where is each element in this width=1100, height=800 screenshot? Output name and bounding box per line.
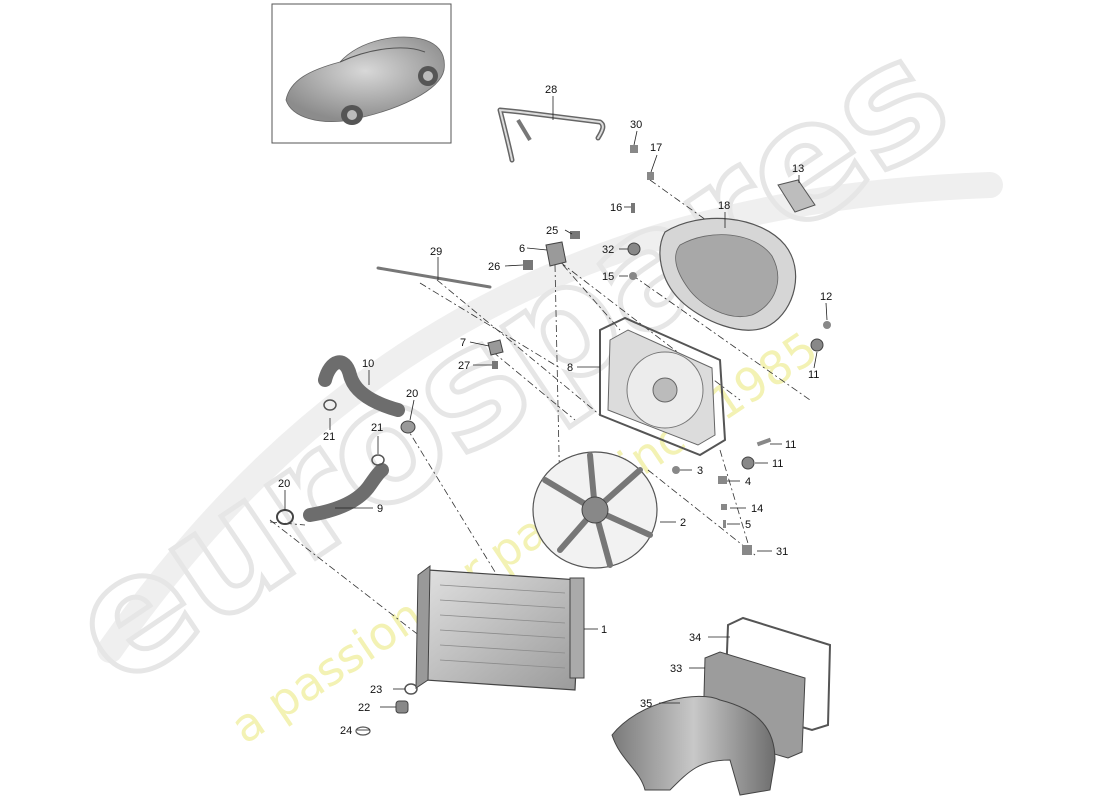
callout-23: 23 bbox=[370, 684, 382, 696]
part-12-stud bbox=[756, 437, 772, 447]
part-25-bolt bbox=[570, 231, 580, 239]
callout-20b: 20 bbox=[278, 478, 290, 490]
part-22-plug bbox=[395, 700, 409, 714]
part-20-clamp-a bbox=[400, 420, 416, 434]
part-2-fan bbox=[532, 451, 658, 569]
part-13-nut bbox=[823, 321, 831, 329]
callout-5: 5 bbox=[745, 519, 751, 531]
callout-1: 1 bbox=[601, 624, 607, 636]
callout-11a: 11 bbox=[808, 369, 819, 381]
callout-20a: 20 bbox=[406, 388, 418, 400]
callout-31: 30 bbox=[630, 119, 642, 131]
part-15-nut bbox=[721, 504, 727, 510]
callout-9: 9 bbox=[377, 503, 383, 515]
callout-10: 10 bbox=[362, 358, 374, 370]
callout-33: 33 bbox=[670, 663, 682, 675]
callout-7: 7 bbox=[460, 337, 466, 349]
part-9-hose bbox=[303, 463, 389, 522]
callout-2: 2 bbox=[680, 517, 686, 529]
callout-32: 32 bbox=[602, 244, 614, 256]
callout-3: 3 bbox=[697, 465, 703, 477]
callout-35: 35 bbox=[640, 698, 652, 710]
part-29-rod bbox=[376, 266, 492, 289]
part-35-duct bbox=[611, 695, 776, 796]
part-5-screw bbox=[723, 520, 726, 528]
part-10-hose bbox=[318, 355, 405, 417]
callout-19: 18 bbox=[718, 200, 730, 212]
part-28-hose bbox=[497, 107, 606, 163]
callout-21a: 21 bbox=[323, 431, 335, 443]
callout-21b: 21 bbox=[371, 422, 383, 434]
callout-6: 6 bbox=[519, 243, 525, 255]
callout-22: 22 bbox=[358, 702, 370, 714]
callout-15: 14 bbox=[751, 503, 763, 515]
callout-8: 8 bbox=[567, 362, 573, 374]
callout-18: 17 bbox=[650, 142, 662, 154]
callout-26: 26 bbox=[488, 261, 500, 273]
part-32-grommet bbox=[627, 242, 641, 256]
part-21-ring-a bbox=[323, 399, 337, 411]
part-1-radiator bbox=[415, 564, 585, 691]
part-17-screw bbox=[631, 203, 635, 213]
callout-12: 11 bbox=[785, 439, 796, 451]
part-6-bracket bbox=[545, 241, 567, 267]
part-3-nut bbox=[672, 466, 680, 474]
part-18-clip bbox=[647, 172, 654, 180]
part-7-bracket bbox=[487, 339, 504, 356]
part-11-grommet-a bbox=[810, 338, 824, 352]
small-fittings bbox=[276, 145, 831, 736]
part-23-ring bbox=[404, 683, 418, 695]
part-30-clip bbox=[742, 545, 752, 555]
callout-29: 29 bbox=[430, 246, 442, 258]
part-14-bracket bbox=[777, 179, 816, 213]
car-thumbnail bbox=[271, 3, 452, 144]
callout-17: 16 bbox=[610, 202, 622, 214]
part-19-shroud bbox=[659, 217, 797, 331]
part-8-fan-frame bbox=[599, 316, 727, 457]
part-24-seal bbox=[355, 726, 371, 736]
callout-34: 34 bbox=[689, 632, 701, 644]
callout-24: 24 bbox=[340, 725, 352, 737]
callout-11b: 11 bbox=[772, 458, 783, 470]
callout-4: 4 bbox=[745, 476, 751, 488]
part-26-clip bbox=[523, 260, 533, 270]
part-16-nut bbox=[629, 272, 637, 280]
callout-27: 27 bbox=[458, 360, 470, 372]
part-4-clip bbox=[718, 476, 727, 484]
callout-16: 15 bbox=[602, 271, 614, 283]
callout-25: 25 bbox=[546, 225, 558, 237]
callout-14: 13 bbox=[792, 163, 804, 175]
part-21-ring-b bbox=[371, 454, 385, 466]
callout-28: 28 bbox=[545, 84, 557, 96]
leader-lines bbox=[284, 96, 828, 731]
callout-labels: 28 30 17 13 16 18 25 6 32 29 26 15 12 7 … bbox=[278, 84, 832, 737]
part-27-bolt bbox=[492, 361, 498, 369]
part-11-grommet-b bbox=[741, 456, 755, 470]
callout-13: 12 bbox=[820, 291, 832, 303]
callout-30: 31 bbox=[776, 546, 788, 558]
part-31-clip bbox=[630, 145, 638, 153]
